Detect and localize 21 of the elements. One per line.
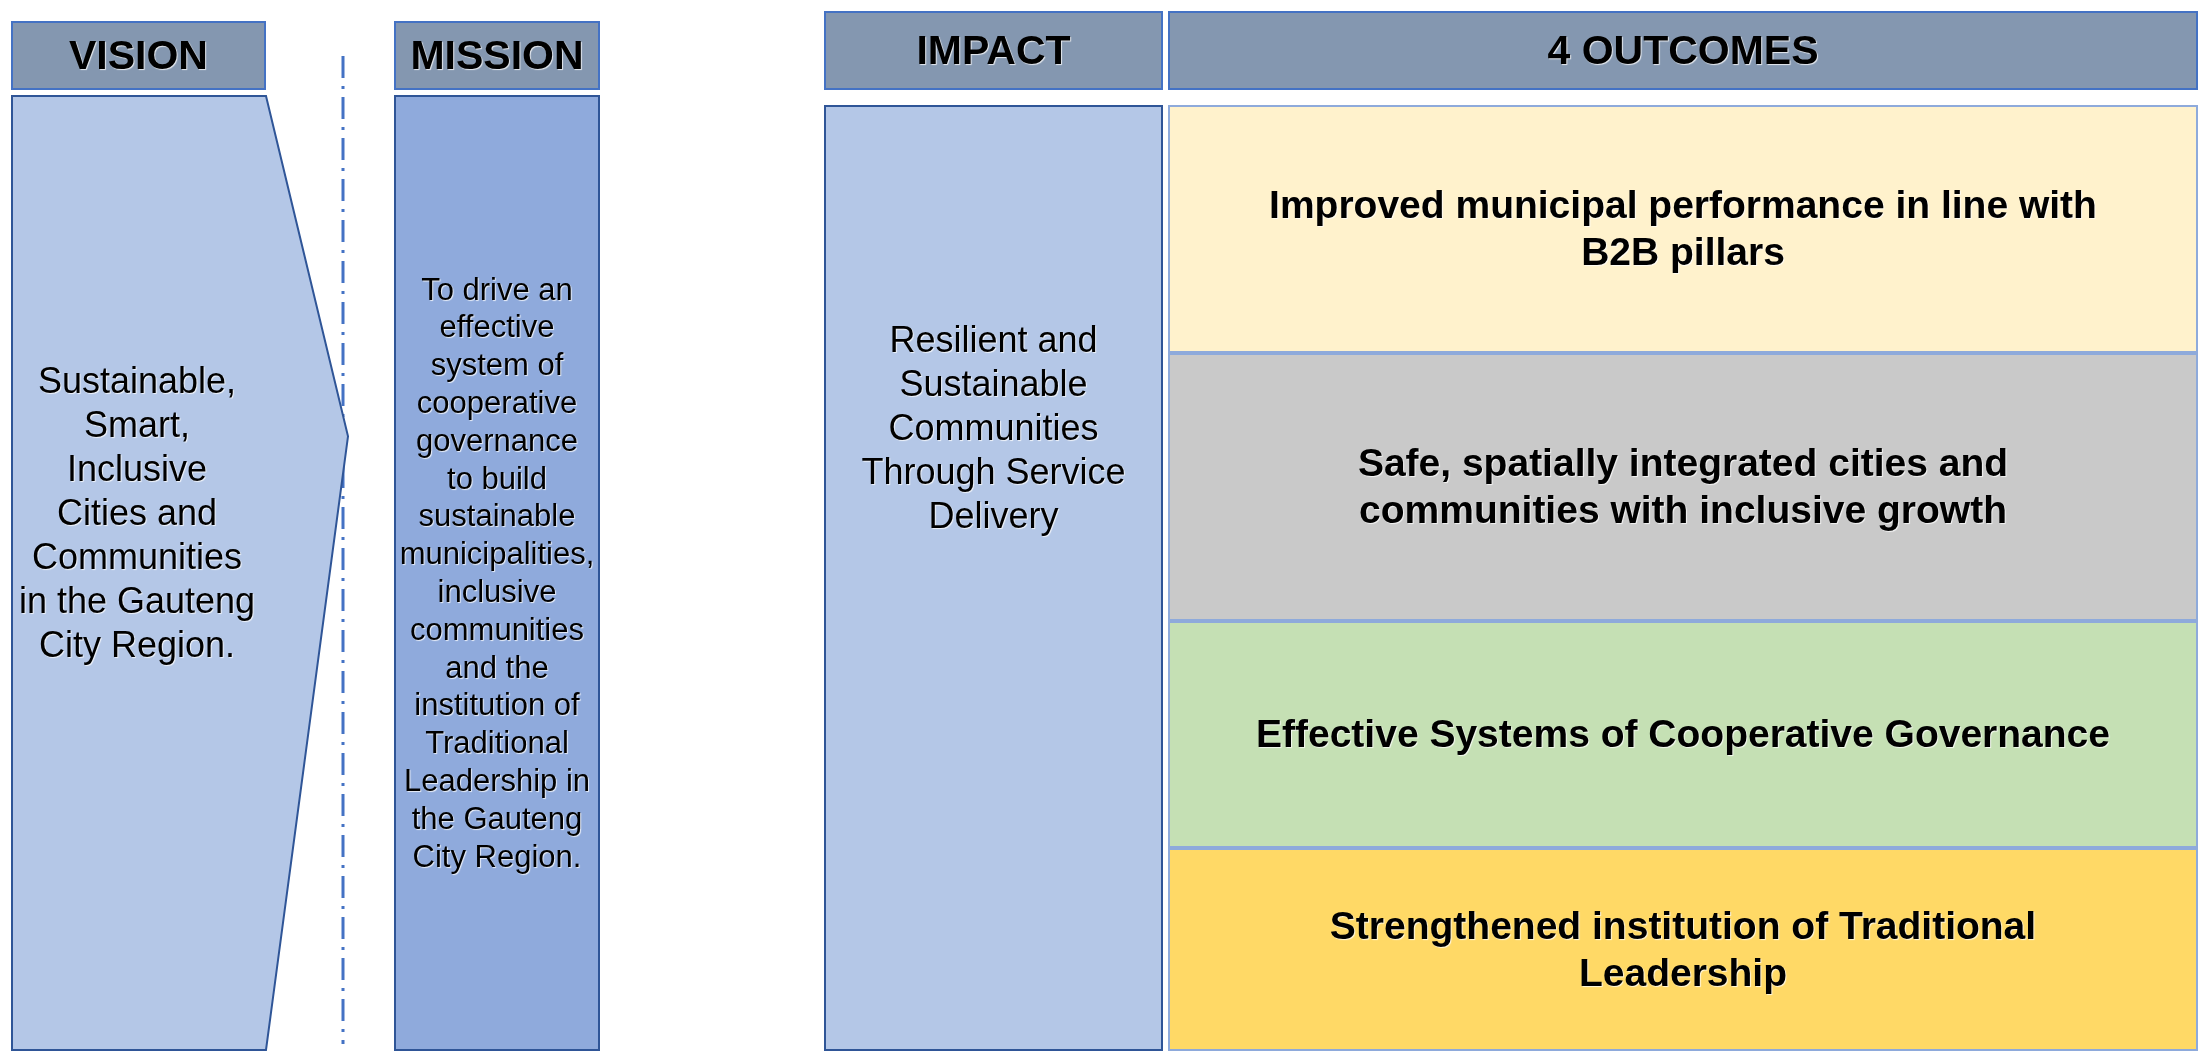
text-panel <box>824 105 1163 1051</box>
header-box <box>394 21 600 90</box>
outcome-box <box>1168 105 2198 353</box>
outcome-text: Safe, spatially integrated cities and communities with inclusive growth <box>1356 440 2010 533</box>
header-title: MISSION <box>410 32 584 79</box>
outcome-box <box>1168 621 2198 848</box>
body-text: Resilient and Sustainable Communities Through Service Delivery <box>860 318 1127 538</box>
outcome-box <box>1168 353 2198 621</box>
text-panel <box>394 95 600 1051</box>
outcome-text: Effective Systems of Cooperative Governance <box>1255 711 2111 758</box>
header-box <box>11 21 266 90</box>
header-box <box>824 11 1163 90</box>
outcome-text: Improved municipal performance in line with B2B pillars <box>1268 182 2098 275</box>
outcome-box <box>1168 848 2198 1051</box>
header-title: VISION <box>69 32 208 79</box>
header-title: 4 OUTCOMES <box>1547 27 1819 74</box>
header-title: IMPACT <box>916 27 1071 74</box>
body-text: To drive an effective system of cooperative governance to build sustainable municipalities, inclusive communities and the institution of Traditional Leadership in the Gauteng City Region. <box>399 270 595 876</box>
outcome-text: Strengthened institution of Traditional Leadership <box>1328 902 2038 996</box>
header-box <box>1168 11 2198 90</box>
body-text: Sustainable, Smart, Inclusive Cities and Communities in the Gauteng City Region. <box>17 359 257 667</box>
